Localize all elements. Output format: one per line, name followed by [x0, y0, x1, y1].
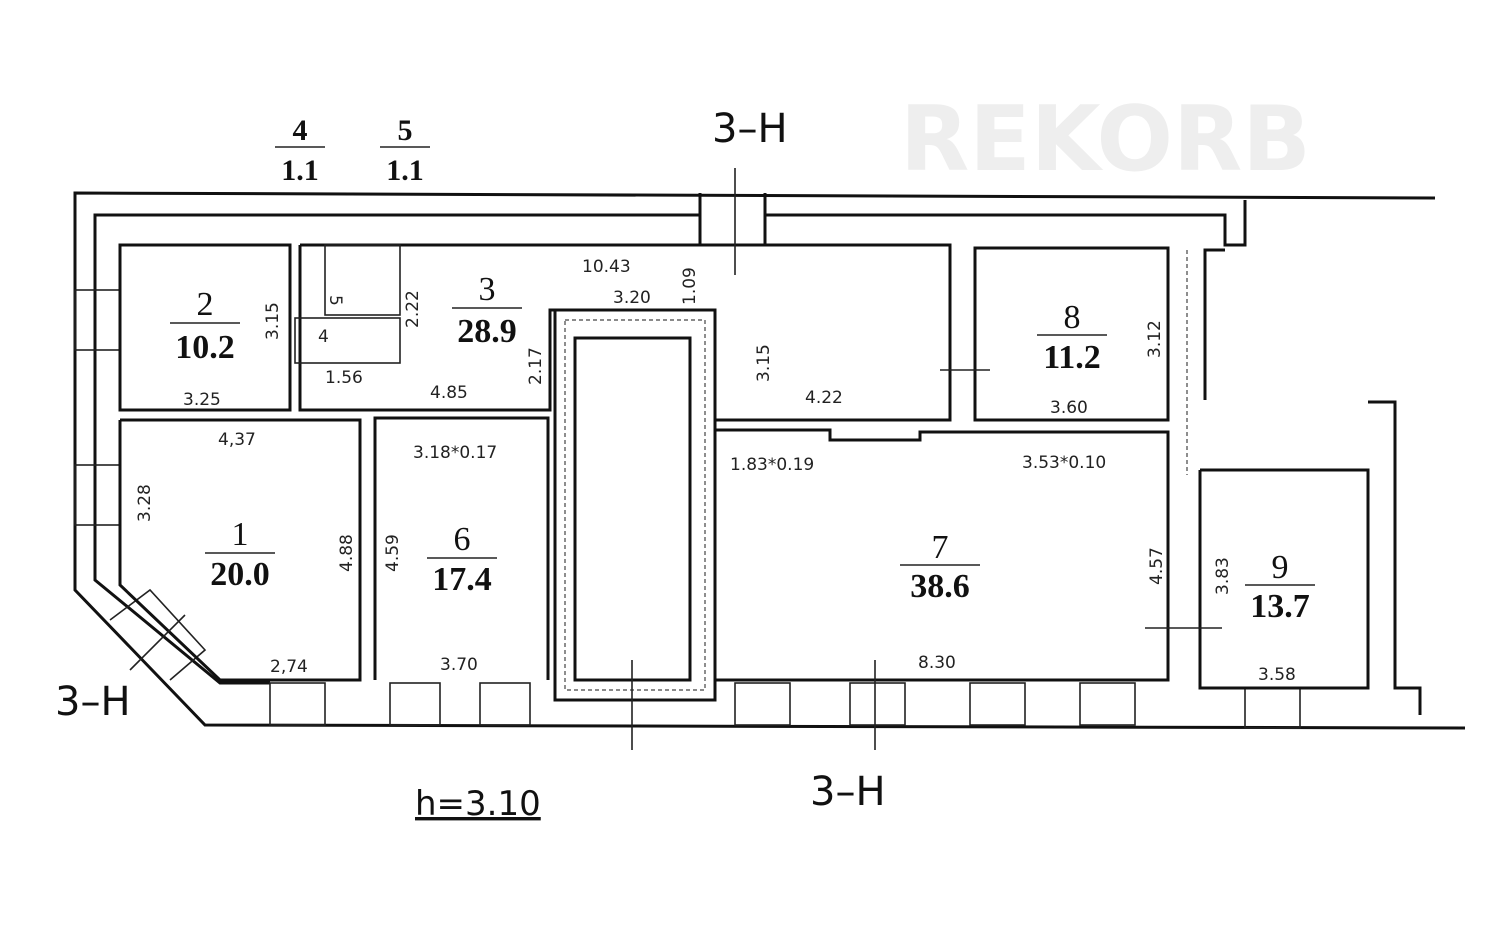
outer-walls	[73, 191, 1466, 730]
room-area: 28.9	[457, 313, 517, 350]
room-labels: 4 1.1 5 1.1 2 10.2 3 28.9 8 11.2 1 20.0 …	[170, 114, 1315, 625]
dim: 3.12	[1145, 320, 1165, 358]
dim: 1.09	[680, 267, 700, 305]
dim: 2,74	[270, 657, 308, 677]
room-number: 8	[1064, 299, 1081, 336]
room-area: 38.6	[910, 568, 970, 605]
windows	[74, 289, 1301, 729]
room-number: 4	[293, 114, 308, 147]
room-number: 7	[932, 529, 949, 566]
dim: 3.15	[754, 344, 774, 382]
room-area: 20.0	[210, 556, 270, 593]
room-area: 10.2	[175, 329, 235, 366]
room-number: 3	[479, 271, 496, 308]
dim: 3.15	[263, 302, 283, 340]
room-area: 1.1	[386, 154, 424, 187]
room-number: 2	[197, 286, 214, 323]
dim: 3.60	[1050, 398, 1088, 418]
dim: 3.58	[1258, 665, 1296, 685]
room-area: 11.2	[1043, 339, 1101, 376]
dim: 3.53*0.10	[1022, 453, 1106, 473]
dim: 4,37	[218, 430, 256, 450]
dim: 4.59	[383, 534, 403, 572]
dim: 1.83*0.19	[730, 455, 814, 475]
dim: 3.83	[1213, 557, 1233, 595]
dim: 3.70	[440, 655, 478, 675]
room-number: 5	[398, 114, 413, 147]
section-mark-left: 3–H	[55, 679, 131, 725]
dim: 3.18*0.17	[413, 443, 497, 463]
dim: 4.22	[805, 388, 843, 408]
section-lines	[129, 168, 1222, 750]
room-number: 1	[232, 516, 249, 553]
room-area: 1.1	[281, 154, 319, 187]
ceiling-height: h=3.10	[415, 784, 541, 824]
dim: 3.28	[135, 484, 155, 522]
dim: 3.25	[183, 390, 221, 410]
room-area: 17.4	[432, 561, 492, 598]
dim: 8.30	[918, 653, 956, 673]
section-mark-top: 3–H	[712, 106, 788, 152]
room-area: 13.7	[1250, 588, 1310, 625]
dim: 10.43	[582, 257, 631, 277]
dim: 4.57	[1147, 547, 1167, 585]
section-mark-bottom: 3–H	[810, 769, 886, 815]
dim: 4.85	[430, 383, 468, 403]
room-number: 9	[1272, 549, 1289, 586]
wc-label-5: 5	[325, 295, 345, 306]
dimensions: 3.15 3.25 2.22 1.56 10.43 3.20 1.09 2.17…	[135, 257, 1296, 685]
dim: 2.17	[526, 347, 546, 385]
watermark: REKORB	[900, 87, 1311, 192]
dim: 3.20	[613, 288, 651, 308]
wc-label-4: 4	[318, 327, 329, 347]
dim: 4.88	[337, 534, 357, 572]
room-number: 6	[454, 521, 471, 558]
dim: 2.22	[403, 290, 423, 328]
dim: 1.56	[325, 368, 363, 388]
